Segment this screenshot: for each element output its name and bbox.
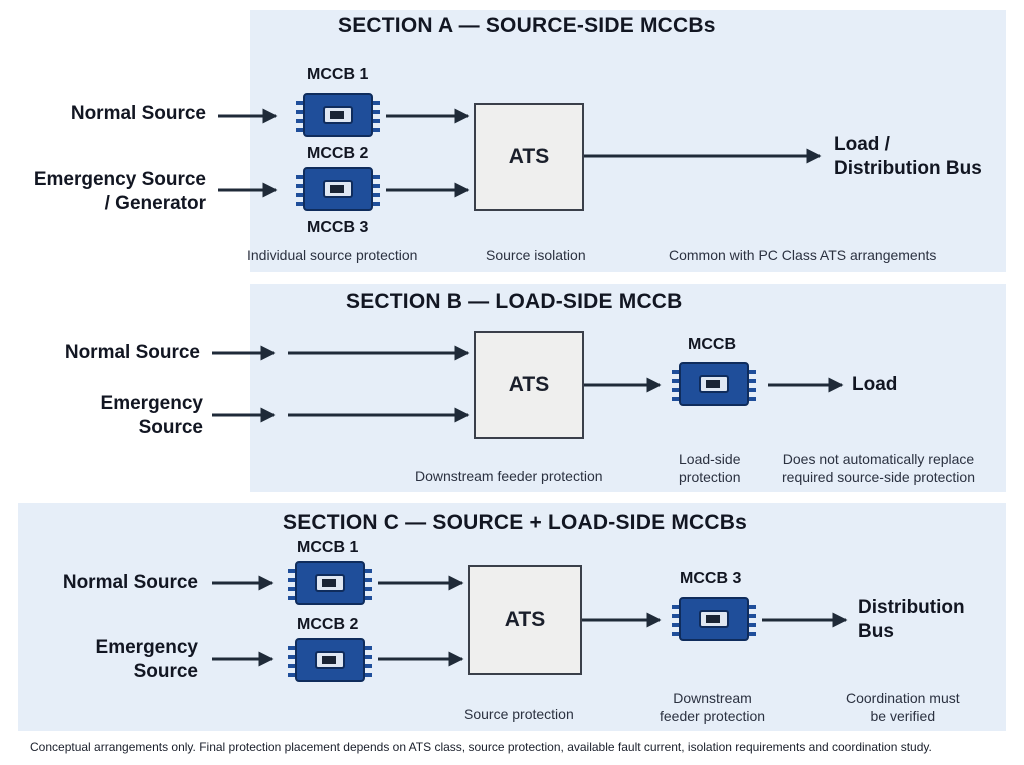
section-a-caption-3: Common with PC Class ATS arrangements [669, 247, 937, 263]
section-a-mccb3-label: MCCB 3 [307, 219, 369, 236]
section-a-mccb1-icon [296, 93, 380, 137]
section-b-ats-box: ATS [474, 331, 584, 439]
section-c-mccb2-label: MCCB 2 [297, 616, 359, 633]
section-c-title: SECTION C — SOURCE + LOAD-SIDE MCCBs [283, 511, 747, 534]
section-c-bus-output: Distribution Bus [858, 597, 965, 642]
section-b-title: SECTION B — LOAD-SIDE MCCB [346, 290, 683, 313]
section-a-load-output: Load / Distribution Bus [834, 134, 982, 179]
section-a-title: SECTION A — SOURCE-SIDE MCCBs [338, 14, 716, 37]
section-b-mccb-label: MCCB [688, 336, 736, 353]
section-c-caption-2: Downstream feeder protection [660, 690, 766, 724]
section-b-mccb-icon [672, 362, 756, 406]
section-c-emergency-source: Emergency Source [95, 637, 198, 682]
section-c-mccb3-icon [672, 597, 756, 641]
section-a-caption-1: Individual source protection [247, 247, 418, 263]
section-a-panel [250, 10, 1006, 272]
section-c-caption-3: Coordination must be verified [846, 690, 960, 724]
section-c-ats-box: ATS [468, 565, 582, 675]
section-a-mccb1-label: MCCB 1 [307, 66, 369, 83]
section-a-caption-2: Source isolation [486, 247, 586, 263]
section-b-caption-1: Downstream feeder protection [415, 468, 603, 484]
section-b-caption-2: Load-side protection [679, 451, 741, 485]
section-b-panel [250, 284, 1006, 492]
section-a-mccb2-icon [296, 167, 380, 211]
section-b-load-output: Load [852, 374, 898, 395]
section-a-normal-source: Normal Source [70, 103, 206, 124]
section-b-caption-3: Does not automatically replace required … [782, 451, 975, 485]
section-c-mccb1-label: MCCB 1 [297, 539, 359, 556]
section-b-emergency-source: Emergency Source [100, 393, 203, 438]
section-c-normal-source: Normal Source [62, 572, 198, 593]
section-a-mccb2-label: MCCB 2 [307, 145, 369, 162]
section-c-mccb2-icon [288, 638, 372, 682]
section-c-caption-1: Source protection [464, 706, 574, 722]
section-c-mccb1-icon [288, 561, 372, 605]
section-a-ats-box: ATS [474, 103, 584, 211]
footer-note: Conceptual arrangements only. Final prot… [30, 740, 932, 754]
section-a-emergency-source: Emergency Source / Generator [33, 169, 206, 214]
section-c-mccb3-label: MCCB 3 [680, 570, 742, 587]
section-b-normal-source: Normal Source [64, 342, 200, 363]
